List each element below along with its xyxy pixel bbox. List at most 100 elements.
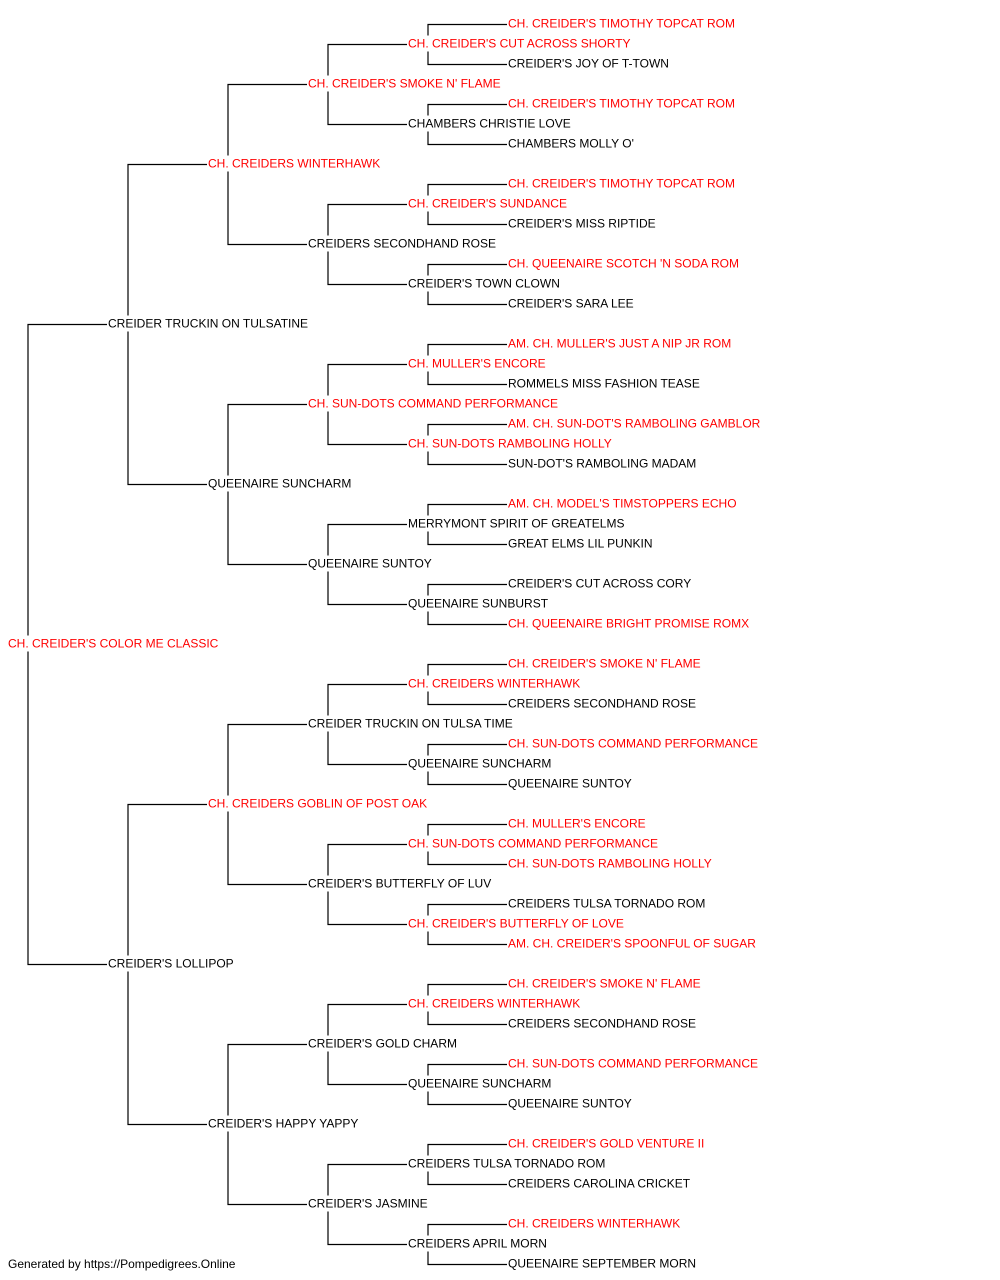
ancestor-name: CREIDER'S BUTTERFLY OF LUV bbox=[308, 877, 491, 891]
label-backing bbox=[507, 1215, 682, 1232]
ancestor-name: AM. CH. CREIDER'S SPOONFUL OF SUGAR bbox=[508, 937, 756, 951]
ancestor-name: CH. MULLER'S ENCORE bbox=[408, 357, 546, 371]
label-backing bbox=[507, 535, 654, 552]
label-backing bbox=[407, 1235, 548, 1252]
label-backing bbox=[107, 315, 310, 332]
label-backing bbox=[507, 375, 701, 392]
label-backing bbox=[507, 695, 698, 712]
label-backing bbox=[507, 55, 670, 72]
ancestor-name: CREIDER'S GOLD CHARM bbox=[308, 1037, 457, 1051]
ancestor-name: CREIDER'S JASMINE bbox=[308, 1197, 428, 1211]
ancestor-name: CREIDER TRUCKIN ON TULSA TIME bbox=[308, 717, 513, 731]
label-backing bbox=[307, 1035, 458, 1052]
label-backing bbox=[507, 935, 758, 952]
ancestor-name: CH. CREIDERS WINTERHAWK bbox=[408, 677, 580, 691]
label-backing bbox=[507, 255, 740, 272]
label-backing bbox=[407, 755, 553, 772]
label-backing bbox=[507, 775, 633, 792]
label-backing bbox=[207, 1115, 360, 1132]
label-backing bbox=[407, 195, 568, 212]
label-backing bbox=[507, 95, 736, 112]
label-backing bbox=[507, 295, 635, 312]
label-backing bbox=[507, 735, 760, 752]
label-backing bbox=[507, 1095, 633, 1112]
label-backing bbox=[207, 475, 353, 492]
ancestor-name: AM. CH. SUN-DOT'S RAMBOLING GAMBLOR bbox=[508, 417, 761, 431]
ancestor-name: CH. SUN-DOTS COMMAND PERFORMANCE bbox=[308, 397, 558, 411]
label-backing bbox=[407, 995, 582, 1012]
ancestor-name: CREIDERS TULSA TORNADO ROM bbox=[508, 897, 705, 911]
label-backing bbox=[507, 335, 733, 352]
ancestor-name: CH. CREIDERS GOBLIN OF POST OAK bbox=[208, 797, 427, 811]
label-backing bbox=[407, 835, 660, 852]
ancestor-name: CH. CREIDERS WINTERHAWK bbox=[208, 157, 380, 171]
ancestor-name: CH. CREIDER'S SUNDANCE bbox=[408, 197, 567, 211]
ancestor-name: CH. CREIDER'S GOLD VENTURE II bbox=[508, 1137, 704, 1151]
ancestor-name: AM. CH. MODEL'S TIMSTOPPERS ECHO bbox=[508, 497, 737, 511]
label-backing bbox=[507, 415, 762, 432]
ancestor-name: QUEENAIRE SUNTOY bbox=[508, 1097, 632, 1111]
ancestor-name: CREIDER'S CUT ACROSS CORY bbox=[508, 577, 691, 591]
ancestor-name: CH. CREIDER'S TIMOTHY TOPCAT ROM bbox=[508, 177, 735, 191]
ancestor-name: CREIDER'S LOLLIPOP bbox=[108, 957, 234, 971]
ancestor-name: CH. SUN-DOTS COMMAND PERFORMANCE bbox=[408, 837, 658, 851]
ancestor-name: CH. CREIDERS WINTERHAWK bbox=[408, 997, 580, 1011]
ancestor-name: CREIDERS TULSA TORNADO ROM bbox=[408, 1157, 605, 1171]
ancestor-name: CHAMBERS MOLLY O' bbox=[508, 137, 634, 151]
label-backing bbox=[507, 1015, 698, 1032]
ancestor-name: CH. CREIDER'S CUT ACROSS SHORTY bbox=[408, 37, 631, 51]
ancestor-name: ROMMELS MISS FASHION TEASE bbox=[508, 377, 700, 391]
label-backing bbox=[407, 915, 625, 932]
label-backing bbox=[507, 575, 693, 592]
ancestor-name: MERRYMONT SPIRIT OF GREATELMS bbox=[408, 517, 624, 531]
label-backing bbox=[307, 395, 560, 412]
label-backing bbox=[207, 155, 382, 172]
ancestor-name: CH. MULLER'S ENCORE bbox=[508, 817, 646, 831]
label-backing bbox=[307, 1195, 429, 1212]
ancestor-name: CH. QUEENAIRE SCOTCH 'N SODA ROM bbox=[508, 257, 739, 271]
ancestor-name: QUEENAIRE SUNTOY bbox=[508, 777, 632, 791]
ancestor-name: QUEENAIRE SUNBURST bbox=[408, 597, 549, 611]
ancestor-name: CHAMBERS CHRISTIE LOVE bbox=[408, 117, 571, 131]
label-backing bbox=[407, 1155, 607, 1172]
ancestor-name: QUEENAIRE SEPTEMBER MORN bbox=[508, 1257, 696, 1271]
ancestor-name: CREIDERS SECONDHAND ROSE bbox=[508, 697, 696, 711]
ancestor-name: CREIDERS APRIL MORN bbox=[408, 1237, 547, 1251]
label-backing bbox=[507, 455, 698, 472]
ancestor-name: CH. SUN-DOTS RAMBOLING HOLLY bbox=[508, 857, 712, 871]
label-backing bbox=[507, 975, 702, 992]
ancestor-name: QUEENAIRE SUNCHARM bbox=[408, 757, 551, 771]
ancestor-name: CH. CREIDER'S BUTTERFLY OF LOVE bbox=[408, 917, 624, 931]
ancestor-name: CH. SUN-DOTS COMMAND PERFORMANCE bbox=[508, 1057, 758, 1071]
label-backing bbox=[507, 215, 657, 232]
footer-credit: Generated by https://Pompedigrees.Online bbox=[8, 1257, 236, 1271]
ancestor-name: QUEENAIRE SUNCHARM bbox=[408, 1077, 551, 1091]
ancestor-name: CH. SUN-DOTS COMMAND PERFORMANCE bbox=[508, 737, 758, 751]
ancestor-name: CH. CREIDER'S SMOKE N' FLAME bbox=[308, 77, 501, 91]
label-backing bbox=[507, 1135, 706, 1152]
label-backing bbox=[507, 175, 736, 192]
ancestor-name: CH. CREIDERS WINTERHAWK bbox=[508, 1217, 680, 1231]
label-backing bbox=[7, 635, 220, 652]
ancestor-name: CREIDER'S HAPPY YAPPY bbox=[208, 1117, 358, 1131]
ancestor-name: AM. CH. MULLER'S JUST A NIP JR ROM bbox=[508, 337, 731, 351]
label-backing bbox=[507, 1255, 698, 1272]
subject-name: CH. CREIDER'S COLOR ME CLASSIC bbox=[8, 637, 219, 651]
label-backing bbox=[507, 495, 738, 512]
label-backing bbox=[307, 715, 514, 732]
label-backing bbox=[207, 795, 429, 812]
label-backing bbox=[507, 895, 707, 912]
label-backing bbox=[407, 35, 632, 52]
ancestor-name: CREIDERS SECONDHAND ROSE bbox=[308, 237, 496, 251]
ancestor-name: CREIDER'S JOY OF T-TOWN bbox=[508, 57, 669, 71]
label-backing bbox=[407, 675, 582, 692]
label-backing bbox=[507, 1055, 760, 1072]
label-backing bbox=[307, 235, 498, 252]
ancestor-name: CH. CREIDER'S SMOKE N' FLAME bbox=[508, 977, 701, 991]
label-backing bbox=[107, 955, 235, 972]
ancestor-name: CH. QUEENAIRE BRIGHT PROMISE ROMX bbox=[508, 617, 749, 631]
ancestor-name: GREAT ELMS LIL PUNKIN bbox=[508, 537, 653, 551]
ancestor-name: CH. SUN-DOTS RAMBOLING HOLLY bbox=[408, 437, 612, 451]
label-backing bbox=[307, 75, 502, 92]
